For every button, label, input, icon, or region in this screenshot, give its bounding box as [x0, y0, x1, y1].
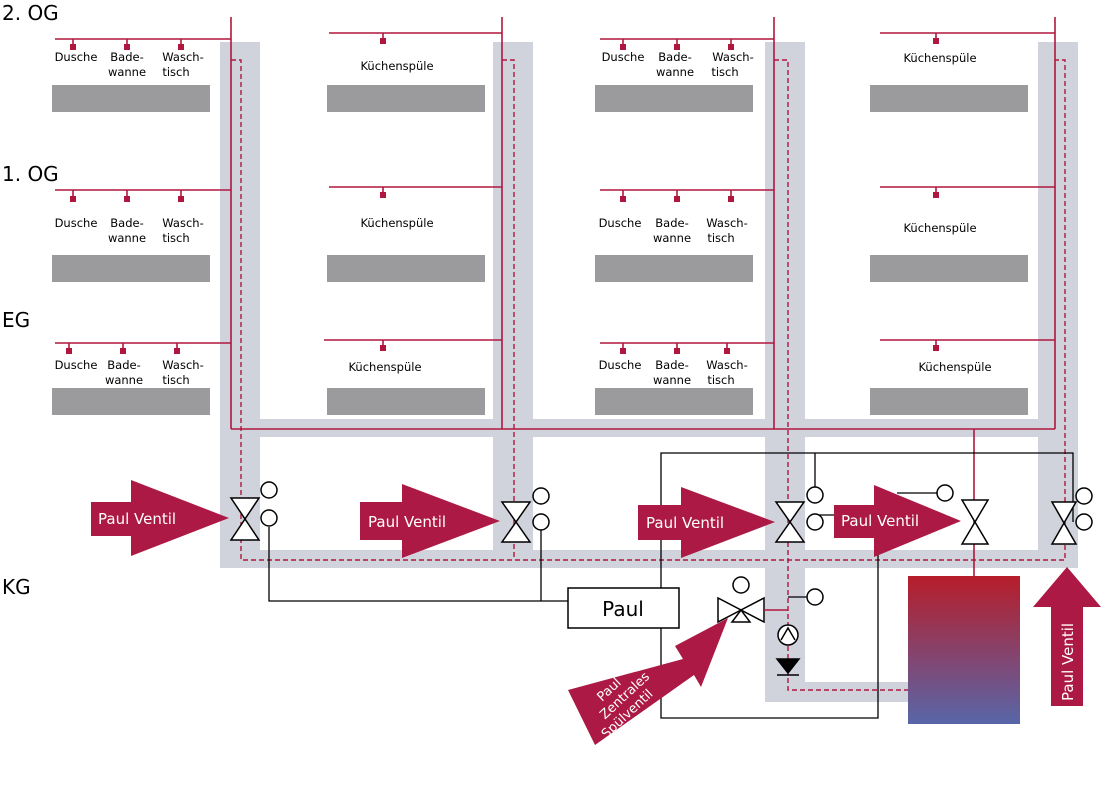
circulation-pump: [775, 588, 824, 676]
arrow-paul-ventil-vertical: [1033, 567, 1101, 706]
fixture-bar: [595, 388, 753, 415]
valve-symbol[interactable]: [229, 497, 261, 541]
fixture-bar: [595, 255, 753, 282]
label-dusche: Dusche: [55, 50, 98, 64]
label-bade: Bade-: [655, 216, 688, 230]
fixture-bar: [870, 388, 1028, 415]
shaft-2: [493, 42, 533, 552]
shafts: [220, 42, 1078, 702]
label-bade: Bade-: [655, 358, 688, 372]
paul-ventil-label: Paul Ventil: [841, 512, 919, 530]
floor-label-eg: EG: [2, 308, 30, 332]
label-bade: Bade-: [110, 216, 143, 230]
label-wasch: Wasch-: [706, 358, 747, 372]
hot-water-tank: [908, 576, 1020, 724]
valve-symbol[interactable]: [1050, 501, 1078, 545]
fixture-bar: [52, 388, 210, 415]
valve-symbol[interactable]: [774, 501, 806, 543]
arrow-paul-ventil: [360, 484, 500, 558]
controller-label: Paul: [602, 597, 644, 621]
label-kuechenspuele: Küchenspüle: [360, 59, 433, 73]
fixture-bar: [52, 85, 210, 112]
controller-paul[interactable]: Paul: [567, 587, 680, 629]
shaft-3: [765, 42, 805, 702]
basement-horizontal-lower: [220, 550, 1078, 568]
label-wasch: Wasch-: [162, 50, 203, 64]
valve-symbol[interactable]: [960, 499, 990, 545]
valve-symbol[interactable]: [500, 501, 532, 543]
sensor-icon: [806, 588, 824, 606]
fixture-bar: [870, 255, 1028, 282]
label-kuechenspuele: Küchenspüle: [360, 216, 433, 230]
label-tisch: tisch: [707, 373, 734, 387]
shaft-1: [220, 42, 260, 568]
label-wasch: Wasch-: [162, 216, 203, 230]
fixture-bar: [870, 85, 1028, 112]
draw-points: [66, 38, 939, 354]
supply-pipes: [55, 17, 1056, 576]
paul-ventil-label: Paul Ventil: [1059, 623, 1077, 701]
label-wasch: Wasch-: [162, 358, 203, 372]
label-bade: Bade-: [107, 358, 140, 372]
central-flush-valve[interactable]: [717, 576, 788, 624]
label-wasch: Wasch-: [712, 50, 753, 64]
label-kuechenspuele: Küchenspüle: [903, 221, 976, 235]
basement-horizontal-tank: [765, 682, 909, 702]
label-dusche: Dusche: [599, 216, 642, 230]
label-wanne: wanne: [108, 231, 146, 245]
label-kuechenspuele: Küchenspüle: [918, 360, 991, 374]
check-valve-icon: [775, 658, 801, 675]
label-wanne: wanne: [656, 65, 694, 79]
arrow-paul-ventil: [834, 485, 961, 557]
fixture-bars: [52, 85, 1028, 415]
flush-valves: [229, 481, 1093, 545]
fixture-bar: [327, 255, 485, 282]
arrow-central-flush-valve: [568, 618, 728, 745]
label-wanne: wanne: [105, 373, 143, 387]
label-wanne: wanne: [653, 373, 691, 387]
label-dusche: Dusche: [55, 216, 98, 230]
paul-ventil-label: Paul Ventil: [646, 514, 724, 532]
fixture-bar: [327, 85, 485, 112]
floor-label-kg: KG: [2, 575, 31, 599]
label-kuechenspuele: Küchenspüle: [903, 51, 976, 65]
label-wasch: Wasch-: [706, 216, 747, 230]
label-kuechenspuele: Küchenspüle: [348, 360, 421, 374]
valve-arrows: [91, 480, 1101, 745]
shaft-4: [1038, 42, 1078, 568]
return-pipes: [231, 59, 1066, 691]
label-tisch: tisch: [162, 65, 189, 79]
floor-labels: 2. OG 1. OG EG KG: [2, 1, 59, 599]
fixture-bar: [595, 85, 753, 112]
paul-ventil-label: Paul Ventil: [98, 510, 176, 528]
label-tisch: tisch: [707, 231, 734, 245]
arrow-paul-ventil: [91, 480, 229, 556]
label-tisch: tisch: [711, 65, 738, 79]
basement-horizontal-upper: [220, 419, 1078, 437]
fixture-labels: Dusche Bade- wanne Wasch- tisch Küchensp…: [55, 50, 992, 387]
paul-ventil-label: Paul Ventil: [368, 513, 446, 531]
label-bade: Bade-: [110, 50, 143, 64]
fixture-bar: [52, 255, 210, 282]
label-bade: Bade-: [658, 50, 691, 64]
label-wanne: wanne: [653, 231, 691, 245]
label-wanne: wanne: [108, 65, 146, 79]
label-tisch: tisch: [162, 231, 189, 245]
arrow-paul-ventil: [638, 487, 775, 558]
floor-label-1og: 1. OG: [2, 162, 59, 186]
floor-label-2og: 2. OG: [2, 1, 59, 25]
label-dusche: Dusche: [599, 358, 642, 372]
label-dusche: Dusche: [55, 358, 98, 372]
label-dusche: Dusche: [602, 50, 645, 64]
fixture-bar: [327, 388, 485, 415]
label-tisch: tisch: [162, 373, 189, 387]
